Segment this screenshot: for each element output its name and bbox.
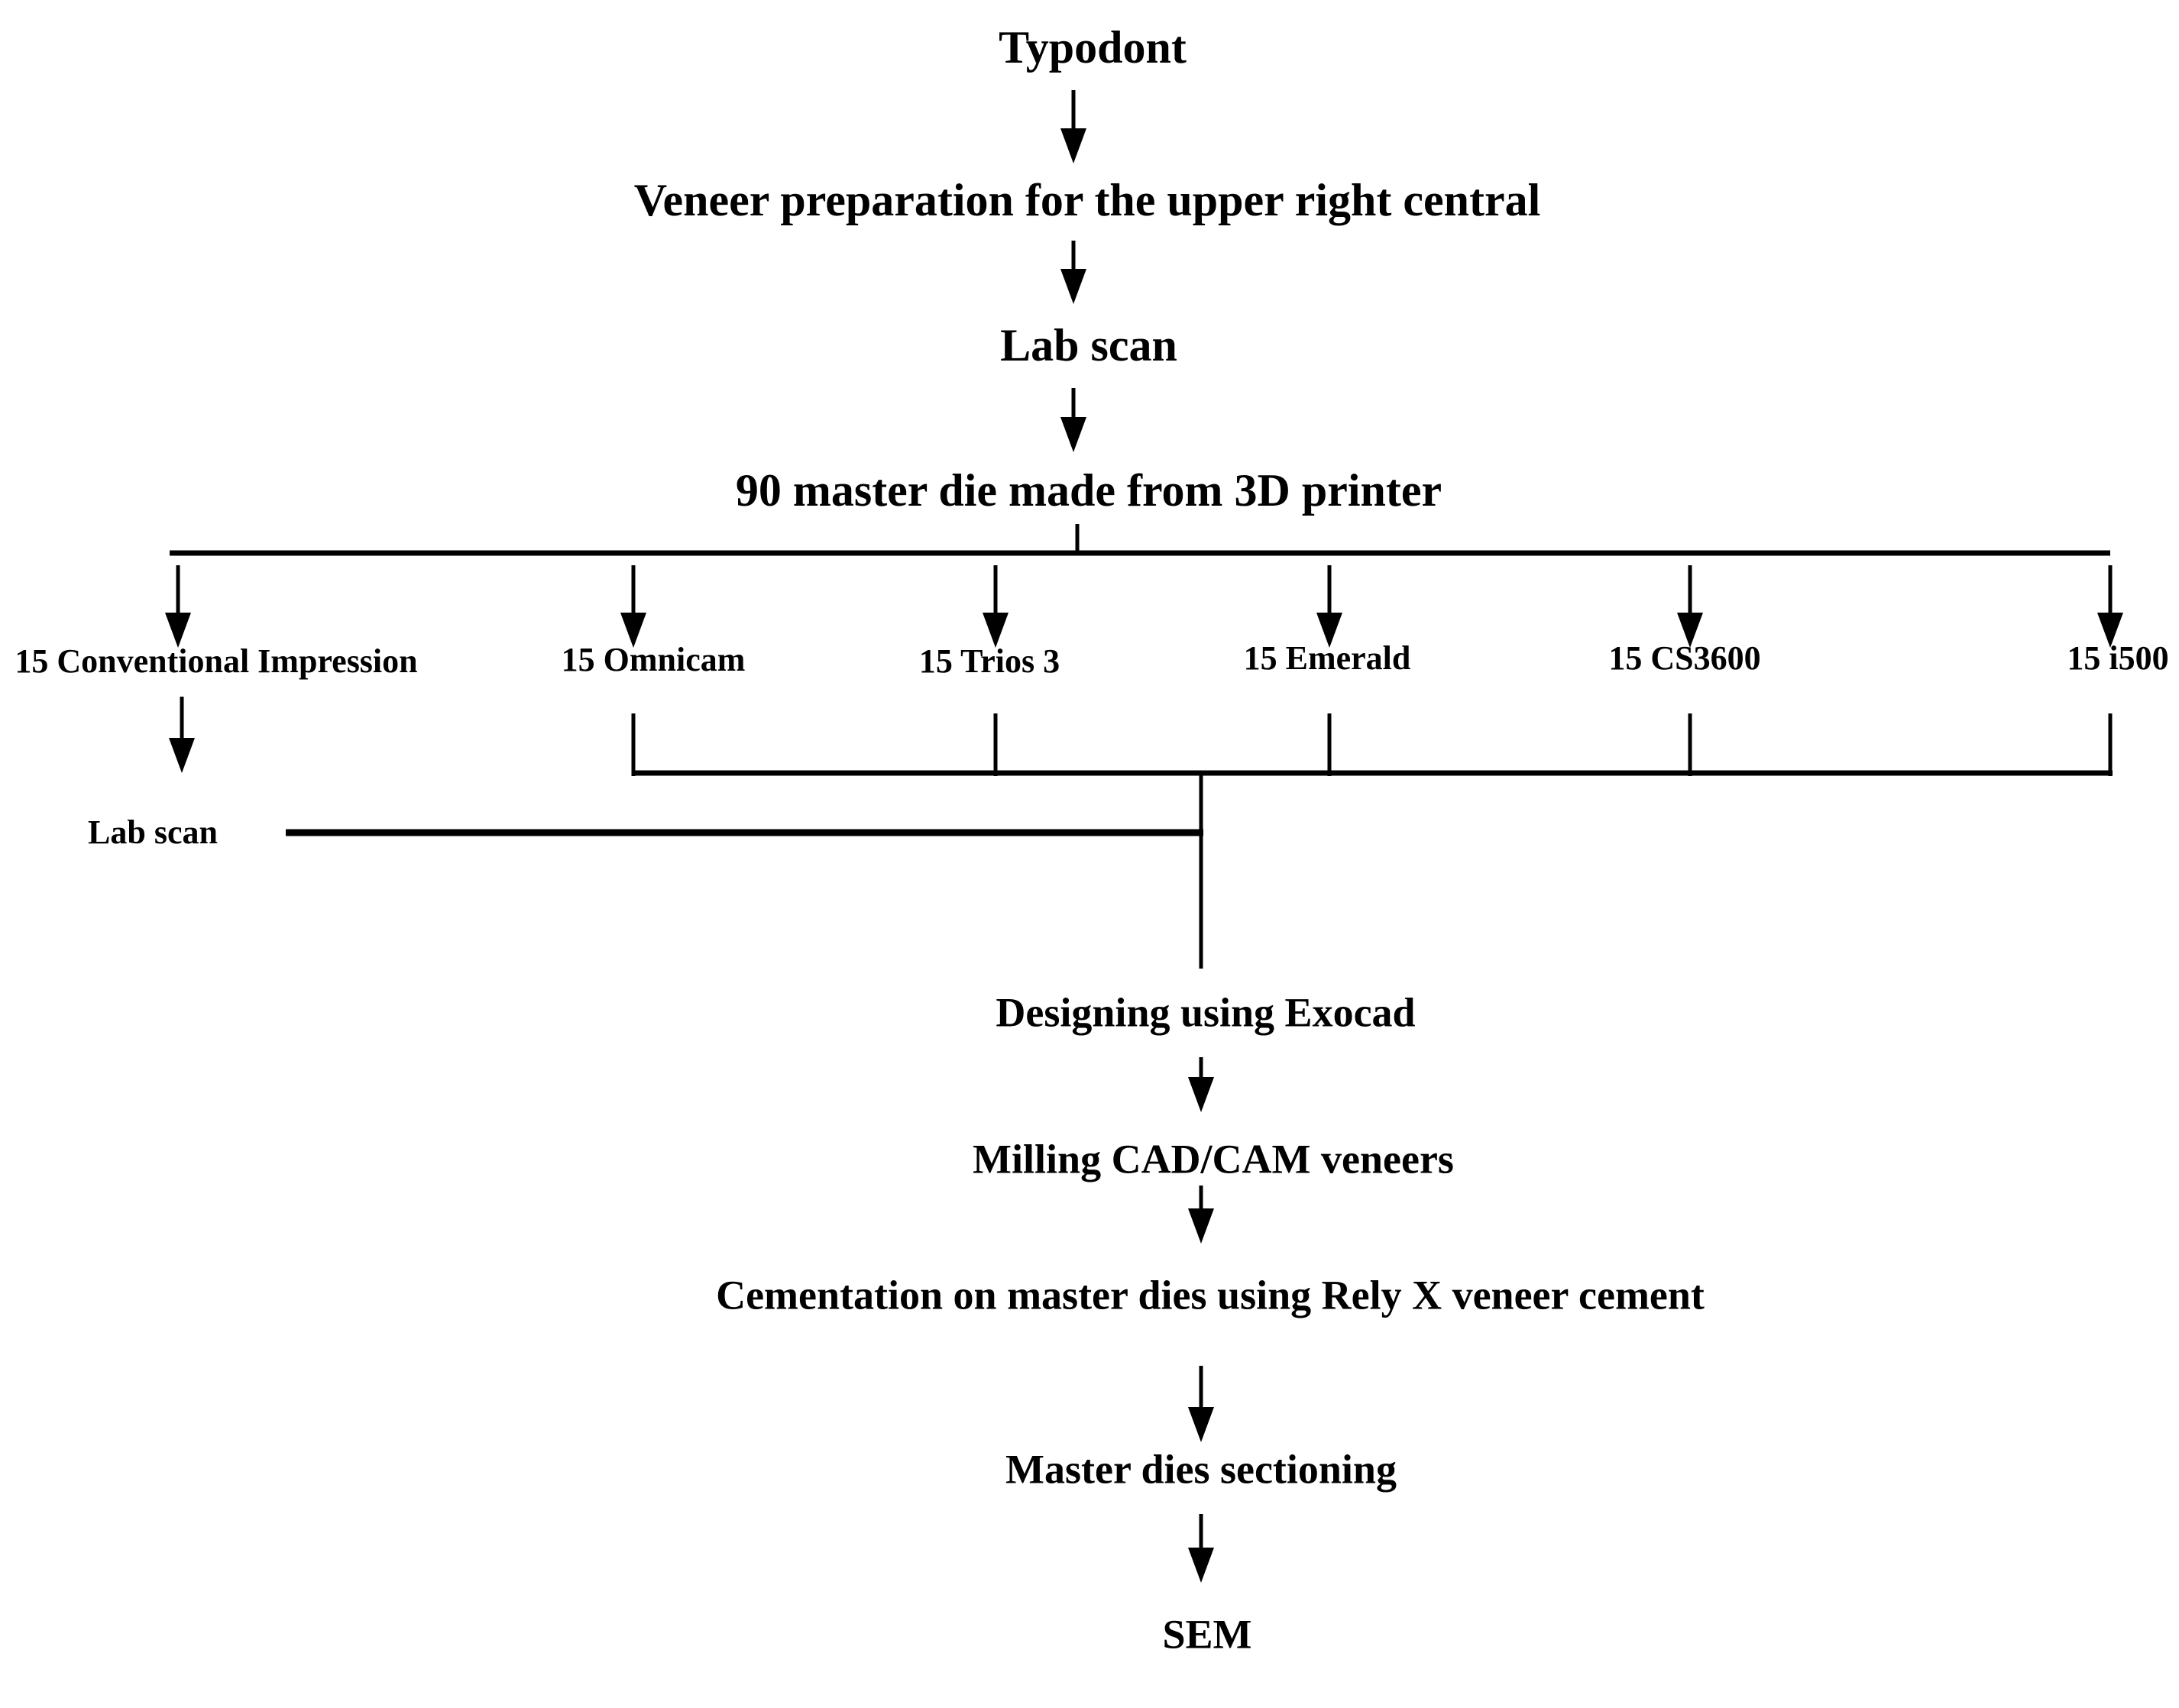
arrow-down-milling-to-cementation — [1188, 1186, 1214, 1244]
node-sectioning: Master dies sectioning — [1005, 1446, 1397, 1493]
node-lab-scan: Lab scan — [1000, 320, 1177, 370]
node-omnicam: 15 Omnicam — [561, 640, 746, 678]
arrow-down-designing-to-milling — [1188, 1057, 1214, 1112]
node-designing: Designing using Exocad — [996, 989, 1416, 1036]
arrow-down-labscan-to-masterdie — [1060, 388, 1086, 452]
arrow-down-conventional-to-labscan2 — [169, 697, 195, 773]
arrow-down-to-cs3600 — [1677, 565, 1703, 648]
node-typodont: Typodont — [999, 22, 1187, 73]
arrow-down-to-omnicam — [620, 565, 646, 648]
node-emerald: 15 Emerald — [1243, 639, 1411, 677]
arrow-down-to-conventional — [165, 565, 191, 648]
node-i500: 15 i500 — [2067, 639, 2169, 677]
node-trios-3: 15 Trios 3 — [918, 642, 1060, 680]
arrow-down-typodont-to-veneer — [1060, 90, 1086, 163]
arrow-down-veneer-to-labscan — [1060, 241, 1086, 304]
arrow-down-cementation-to-sectioning — [1188, 1366, 1214, 1442]
node-conventional-impression: 15 Conventional Impression — [15, 642, 418, 680]
arrow-down-sectioning-to-sem — [1188, 1514, 1214, 1583]
node-veneer-preparation: Veneer preparation for the upper right c… — [633, 175, 1541, 225]
arrow-down-to-i500 — [2097, 565, 2123, 648]
node-cs3600: 15 CS3600 — [1608, 639, 1761, 677]
node-milling: Milling CAD/CAM veneers — [973, 1136, 1454, 1182]
node-cementation: Cementation on master dies using Rely X … — [716, 1272, 1705, 1318]
arrow-down-to-emerald — [1316, 565, 1342, 648]
node-lab-scan-2: Lab scan — [88, 813, 218, 851]
arrow-down-to-trios3 — [983, 565, 1009, 648]
node-master-die: 90 master die made from 3D printer — [735, 465, 1442, 516]
node-sem: SEM — [1162, 1611, 1252, 1658]
